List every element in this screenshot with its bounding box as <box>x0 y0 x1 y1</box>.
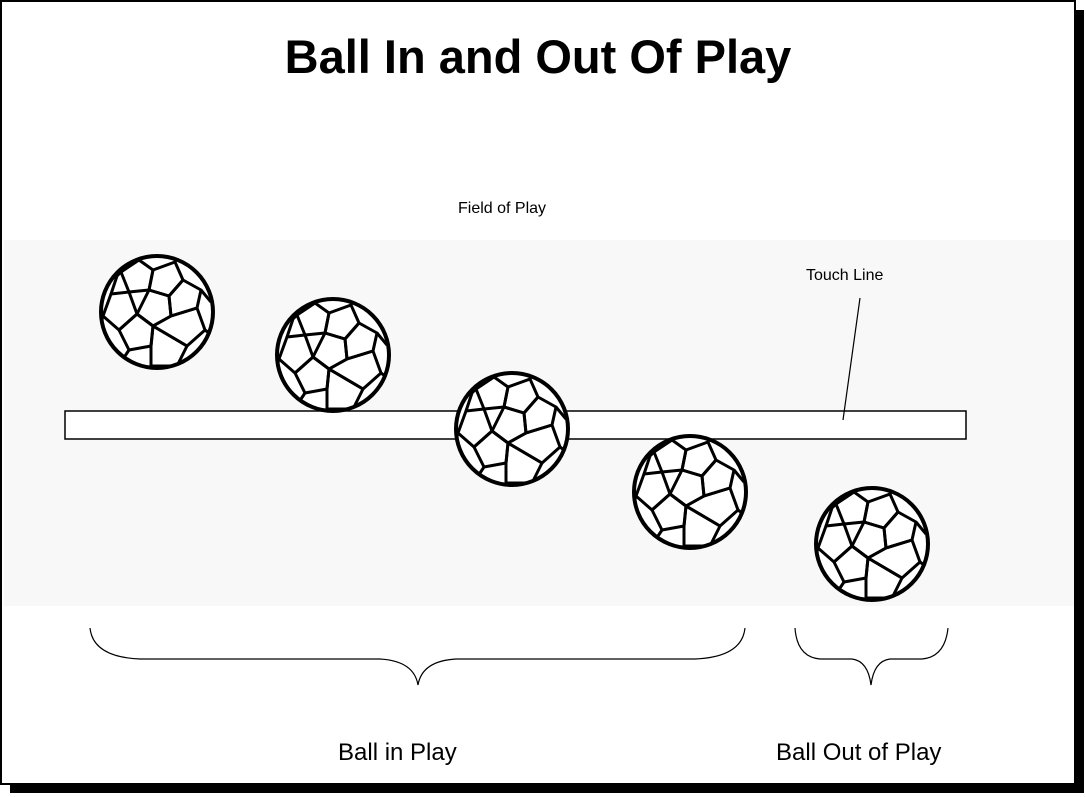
ball-out-of-play-label: Ball Out of Play <box>776 739 941 767</box>
touch-line-label: Touch Line <box>806 267 883 285</box>
slide-title: Ball In and Out Of Play <box>0 30 1076 84</box>
field-of-play-label: Field of Play <box>458 200 546 218</box>
ball-in-play-label: Ball in Play <box>338 739 457 767</box>
ball-in-play-brace <box>90 628 745 685</box>
ball-out-of-play-brace <box>795 628 948 685</box>
